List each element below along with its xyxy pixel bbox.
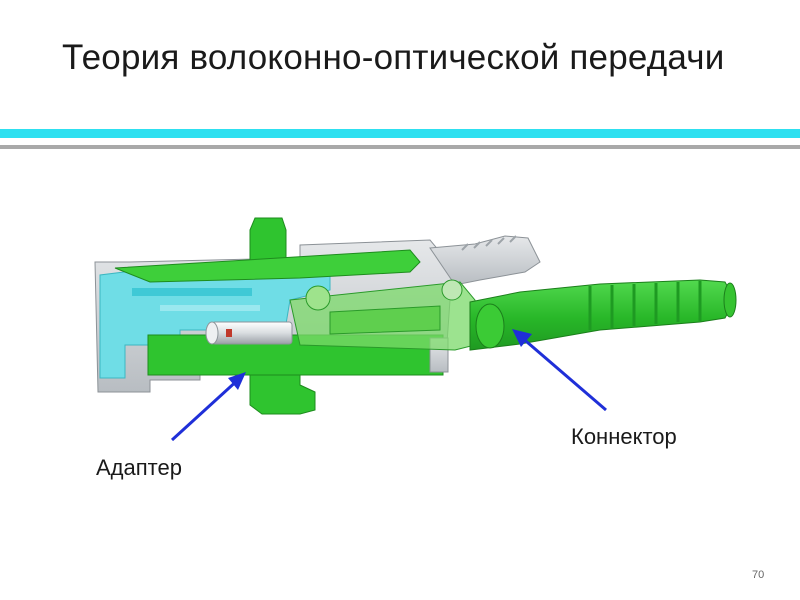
adapter-label: Адаптер (96, 455, 182, 480)
title-rule-accent (0, 129, 800, 138)
connector-pointer-arrow (519, 334, 607, 412)
connector-label: Коннектор (571, 424, 677, 449)
ferrule (205, 321, 293, 345)
connector-pointer-arrowhead (512, 329, 532, 347)
connector-boot (469, 279, 737, 351)
adapter-pointer-arrowhead (228, 372, 246, 390)
adapter-pointer-arrow (170, 376, 242, 442)
pointer-arrows (170, 329, 607, 442)
title-rule-secondary (0, 145, 800, 149)
connector-body (289, 279, 476, 351)
page-number: 70 (752, 569, 765, 581)
slide-title: Теория волоконно-оптической передачи (62, 38, 725, 77)
